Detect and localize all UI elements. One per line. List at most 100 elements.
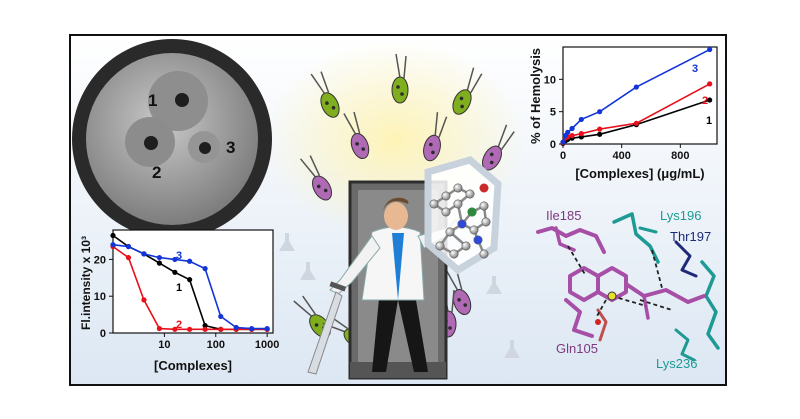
data-point-series-3 (569, 125, 575, 132)
dish-label-2: 2 (152, 163, 161, 182)
data-point-series-1 (187, 277, 193, 283)
data-point-series-1 (202, 323, 208, 329)
molecule-atom (429, 199, 439, 209)
data-point-series-3 (187, 258, 193, 264)
label-gln105: Gln105 (556, 341, 598, 356)
data-point-series-1 (172, 269, 178, 275)
scientist-leg-right (398, 288, 428, 372)
molecule-nitrogen-atom (474, 236, 482, 244)
x-tick-label: 1000 (255, 339, 279, 351)
sword-blade (307, 291, 343, 375)
flask-icon (300, 262, 316, 280)
data-point-series-3 (202, 266, 208, 272)
data-point-series-2 (597, 126, 603, 132)
data-point-series-3 (264, 325, 270, 332)
scientist-leg-left (372, 288, 398, 372)
data-point-series-3 (633, 84, 639, 90)
data-point-series-2 (125, 254, 132, 261)
data-point-series-2 (707, 81, 713, 87)
x-tick-label: 100 (207, 339, 225, 351)
molecule-atom (441, 207, 451, 217)
ligand-chain (624, 282, 706, 304)
flask-icon (504, 340, 520, 358)
ribbon-lys236-branch (674, 328, 696, 362)
y-tick-label: 20 (94, 254, 106, 266)
well-3 (199, 142, 211, 154)
molecule-atom (465, 189, 475, 199)
data-point-series-1 (110, 232, 116, 239)
data-point-series-3 (156, 254, 163, 261)
series-label-2: 2 (176, 319, 182, 331)
fluorescence-x-axis-label: [Complexes] (154, 358, 232, 373)
series-label-3: 3 (176, 250, 182, 262)
fluorescence-y-axis-label: Fl.intensity x 10³ (79, 236, 93, 330)
scientist-head (384, 202, 408, 230)
data-point-series-3 (249, 325, 255, 332)
data-point-series-2 (187, 326, 193, 332)
ribbon-thr197 (674, 240, 698, 278)
label-ile185: Ile185 (546, 208, 581, 223)
petri-dish: 1 2 3 (72, 39, 272, 239)
molecule-atom (453, 183, 463, 193)
ribbon-ile185 (536, 226, 606, 254)
sword (307, 281, 347, 375)
ligand-ring-b (596, 266, 628, 302)
molecule-atom (449, 249, 459, 259)
y-tick-label: 10 (94, 291, 106, 303)
data-point-series-1 (156, 260, 163, 266)
well-2 (144, 136, 158, 150)
molecule-atom (481, 217, 491, 227)
data-point-series-3 (560, 139, 566, 145)
background-flasks (279, 233, 520, 358)
hbond-gln105 (595, 299, 607, 319)
data-point-series-1 (597, 131, 603, 137)
sword-guard (329, 281, 347, 292)
series-label-2: 2 (702, 95, 708, 107)
protein-docking: Ile185 Lys196 Thr197 Gln105 Lys236 (536, 208, 720, 371)
data-point-series-2 (578, 131, 584, 137)
oxygen-atom (595, 319, 601, 325)
hemolysis-x-axis-label: [Complexes] (μg/mL) (575, 166, 704, 181)
data-point-series-3 (172, 256, 178, 263)
hemolysis-plot-area (562, 46, 718, 145)
bacterium-green (452, 67, 483, 115)
molecule-atom (441, 191, 451, 201)
shield (424, 156, 502, 275)
bacterium-purple (423, 112, 448, 162)
data-point-series-3 (597, 109, 603, 115)
fluorescence-series: 123 (110, 232, 270, 332)
hbond-ile185 (567, 245, 587, 277)
molecule-atom (445, 227, 455, 237)
molecule-structure (429, 183, 491, 259)
scientist-tie (392, 233, 404, 300)
y-tick-label: 5 (550, 107, 556, 119)
label-thr197: Thr197 (670, 229, 711, 244)
dish-label-3: 3 (226, 138, 235, 157)
label-lys236: Lys236 (656, 356, 697, 371)
data-point-series-2 (156, 325, 163, 332)
data-point-series-3 (565, 129, 571, 135)
data-point-series-1 (707, 97, 713, 103)
molecule-nitrogen-atom (458, 220, 466, 228)
data-point-series-3 (125, 243, 132, 250)
flask-icon (279, 233, 295, 251)
hemolysis-series: 123 (560, 46, 713, 146)
metal-ion (607, 291, 617, 301)
hemolysis-y-axis-label: % of Hemolysis (528, 48, 543, 144)
data-point-series-3 (578, 116, 584, 123)
y-tick-label: 0 (100, 328, 106, 340)
x-tick-label: 400 (612, 150, 630, 162)
bacterium-purple (482, 124, 515, 171)
fluorescence-plot-area (112, 229, 274, 334)
data-point-series-2 (172, 326, 178, 332)
molecule-atom (479, 249, 489, 259)
molecule-atom (469, 225, 479, 235)
data-point-series-3 (707, 46, 713, 53)
y-tick-label: 0 (550, 139, 556, 151)
y-tick-label: 10 (544, 74, 556, 86)
